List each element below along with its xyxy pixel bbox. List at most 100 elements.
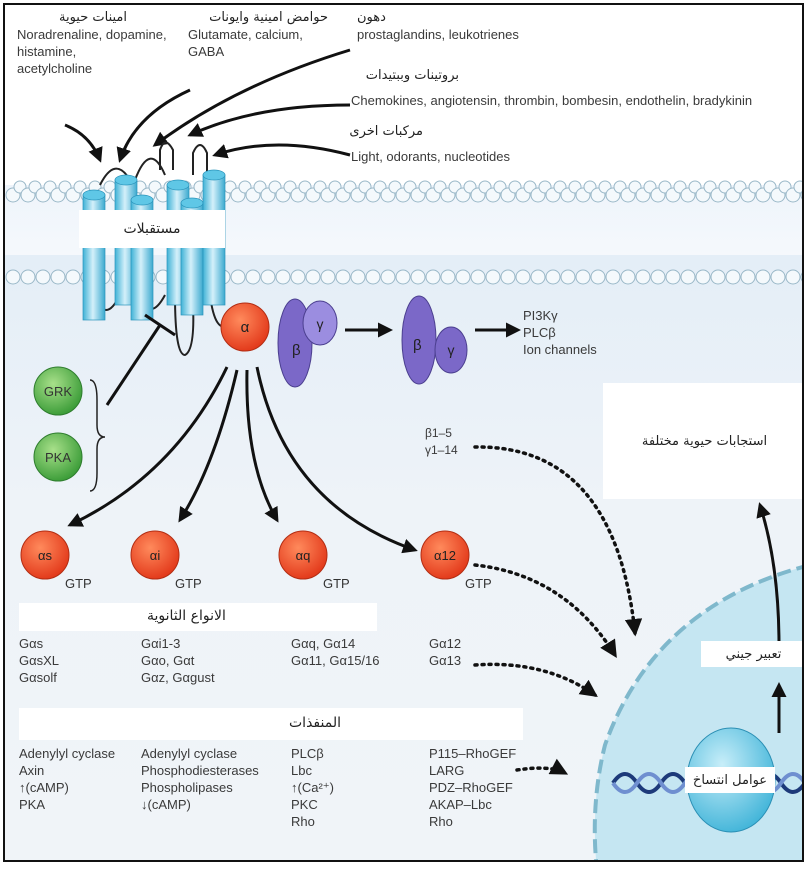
- ligand-other-arabic: مركبات اخرى: [349, 124, 423, 139]
- subtype-item: Gαo, Gαt: [141, 653, 195, 668]
- effector-item: LARG: [429, 763, 465, 778]
- kinase-bracket: [89, 379, 106, 492]
- ligand-amines: امينات حيوية Noradrenaline, dopamine, hi…: [17, 9, 167, 77]
- subtype-item: Gαq, Gα14: [291, 636, 356, 651]
- effector-item: ↑(cAMP): [19, 780, 69, 795]
- transcription-factor-label: عوامل انتساخ: [692, 772, 768, 788]
- alpha-branch-arrows: [67, 366, 418, 554]
- alpha-circle: [130, 530, 180, 580]
- effector-item: Phospholipases: [141, 780, 233, 795]
- effector-item: Axin: [19, 763, 45, 778]
- effector-item: Adenylyl cyclase: [19, 746, 116, 761]
- gene-expression-label: تعبير جيني: [725, 646, 782, 662]
- effector-pi3k: PI3Kγ: [523, 308, 558, 323]
- nucleus: [594, 567, 802, 860]
- ligand-amines-arabic: امينات حيوية: [58, 10, 127, 25]
- arrow-amines: [64, 123, 103, 163]
- effector-item: PLCβ: [291, 746, 324, 761]
- nuclear-envelope: [592, 565, 802, 860]
- beta-gamma-dimer: β γ: [401, 295, 468, 385]
- kinase-grk-label: GRK: [44, 384, 73, 399]
- arrow-lipids: [152, 48, 351, 147]
- ligand-amines-line: acetylcholine: [17, 61, 93, 76]
- responses-box: استجابات حيوية مختلفة: [603, 383, 802, 499]
- ligand-other: مركبات اخرى Light, odorants, nucleotides: [349, 123, 510, 165]
- responses-label: استجابات حيوية مختلفة: [641, 433, 768, 449]
- subtype-item: Gα11, Gα15/16: [291, 653, 380, 668]
- effector-item: Lbc: [291, 763, 312, 778]
- effector-item: ↓(cAMP): [141, 797, 191, 812]
- ligand-arrows: [64, 48, 351, 163]
- ligand-peptides-line: Chemokines, angiotensin, thrombin, bombe…: [351, 93, 753, 108]
- gtp-label: GTP: [465, 576, 492, 591]
- gamma-subtypes: γ1–14: [425, 443, 458, 457]
- effector-item: Rho: [429, 814, 453, 829]
- ligand-amines-line: Noradrenaline, dopamine,: [17, 27, 167, 42]
- ligand-amines-line: histamine,: [17, 44, 77, 59]
- arrow-peptides: [187, 103, 351, 137]
- ligand-amino-acids-line: Glutamate, calcium,: [188, 27, 303, 42]
- kinase-pka: PKA: [33, 432, 83, 482]
- receptor-label-box: مستقبلات: [79, 210, 225, 248]
- ligand-amino-acids: حوامض امينية وايونات Glutamate, calcium,…: [188, 9, 328, 60]
- beta-gamma-effectors: PI3Kγ PLCβ Ion channels: [523, 307, 597, 358]
- effectors-header-box: المنفذات: [19, 708, 523, 740]
- subtypes-header-box: الانواع الثانوية: [19, 603, 377, 631]
- gtp-label: GTP: [175, 576, 202, 591]
- ligand-lipids-arabic: دهون: [357, 10, 386, 25]
- gtp-label: GTP: [323, 576, 350, 591]
- effector-item: Phosphodiesterases: [141, 763, 259, 778]
- alpha-subunit-label: αs: [38, 548, 53, 563]
- effector-item: P115–RhoGEF: [429, 746, 517, 761]
- subtypes-header: الانواع الثانوية: [147, 608, 226, 624]
- beta-gamma-subtypes: β1–5 γ1–14: [425, 425, 458, 459]
- transcription-factor-box: عوامل انتساخ: [685, 767, 775, 793]
- alpha-circle: [278, 530, 328, 580]
- inhibition-arrow: [105, 313, 176, 406]
- ligand-peptides-arabic: بروتينات وببتيدات: [365, 68, 459, 83]
- ligand-lipids-line: prostaglandins, leukotrienes: [357, 27, 519, 42]
- dotted-arrows: [473, 445, 643, 775]
- kinase-pka-label: PKA: [45, 450, 71, 465]
- gtp-label: GTP: [65, 576, 92, 591]
- diagram-frame: GRK PKA β γ α β γ: [3, 3, 804, 862]
- effector-plcb: PLCβ: [523, 325, 556, 340]
- arrow-amino-acids: [116, 88, 191, 163]
- gamma-label: γ: [317, 316, 324, 332]
- effector-item: PKC: [291, 797, 318, 812]
- arrow-other: [212, 143, 351, 159]
- subtype-item: Gαs: [19, 636, 44, 651]
- beta-label: β: [292, 342, 301, 359]
- alpha-subunit-label: αq: [296, 548, 311, 563]
- alpha-subunit-label: α12: [434, 548, 456, 563]
- g-protein-trimer: β γ α: [220, 298, 338, 388]
- alpha-subunit-label: αi: [150, 548, 161, 563]
- effector-item: ↑(Ca²⁺): [291, 780, 334, 795]
- effector-item: Rho: [291, 814, 315, 829]
- effector-ion-channels: Ion channels: [523, 342, 597, 357]
- alpha-label: α: [241, 319, 250, 336]
- subtype-item: Gα12: [429, 636, 462, 651]
- subtype-item: Gαz, Gαgust: [141, 670, 215, 685]
- pathway-diagram: GRK PKA β γ α β γ: [5, 48, 802, 860]
- arrow-to-responses: [756, 502, 781, 646]
- ligand-peptides: بروتينات وببتيدات Chemokines, angiotensi…: [351, 67, 752, 109]
- alpha-circle: [420, 530, 470, 580]
- effector-item: PDZ–RhoGEF: [429, 780, 513, 795]
- receptor-label: مستقبلات: [123, 221, 181, 237]
- subtype-item: GαsXL: [19, 653, 60, 668]
- effector-item: Adenylyl cyclase: [141, 746, 238, 761]
- effectors-header: المنفذات: [289, 715, 341, 731]
- ligand-amino-acids-arabic: حوامض امينية وايونات: [209, 10, 328, 25]
